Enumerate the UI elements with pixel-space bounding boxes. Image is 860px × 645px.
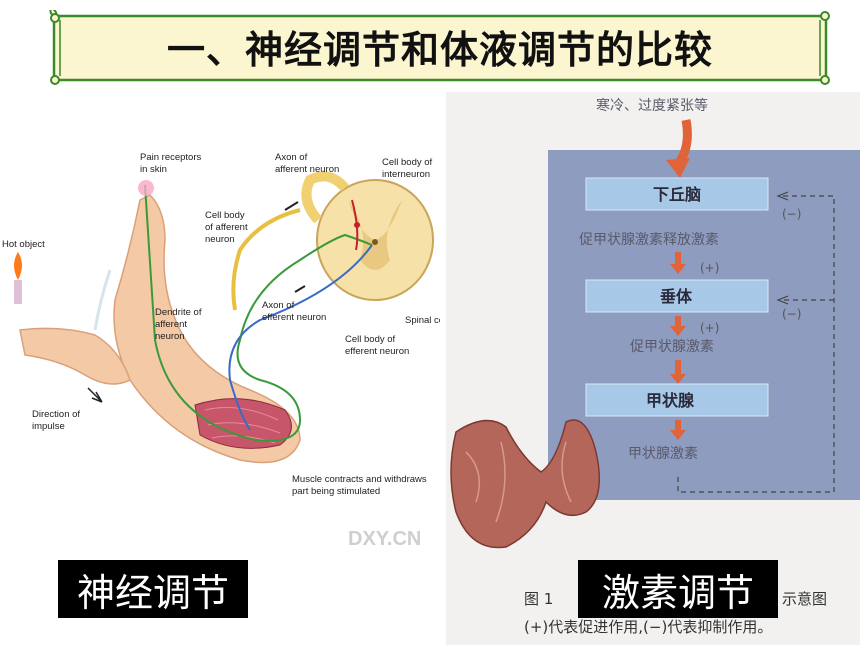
- svg-text:(−): (−): [782, 307, 801, 321]
- svg-text:Cell body of: Cell body of: [382, 157, 433, 168]
- svg-text:impulse: impulse: [32, 421, 65, 432]
- svg-text:Cell body: Cell body: [205, 210, 245, 221]
- svg-text:Axon of: Axon of: [275, 152, 308, 163]
- svg-text:afferent: afferent: [155, 319, 187, 330]
- flame-icon: [14, 252, 22, 304]
- svg-text:interneuron: interneuron: [382, 169, 430, 180]
- svg-text:图 1: 图 1: [524, 590, 553, 608]
- svg-text:Pain receptors: Pain receptors: [140, 152, 202, 163]
- svg-text:示意图: 示意图: [782, 590, 827, 608]
- svg-text:(+): (+): [700, 261, 719, 275]
- stimulus-text: 寒冷、过度紧张等: [596, 97, 708, 114]
- svg-text:Cell body of: Cell body of: [345, 334, 396, 345]
- hormone-feedback-diagram: 寒冷、过度紧张等 下丘脑 促甲状腺激素释放激素 (+) 垂体 (+) 促甲状腺激…: [446, 92, 860, 645]
- svg-text:(+): (+): [700, 321, 719, 335]
- svg-text:促甲状腺激素: 促甲状腺激素: [630, 338, 714, 355]
- title-banner: [49, 10, 830, 85]
- arm-illustration: [19, 194, 301, 464]
- svg-text:afferent neuron: afferent neuron: [275, 164, 339, 175]
- svg-text:(+)代表促进作用,(−)代表抑制作用。: (+)代表促进作用,(−)代表抑制作用。: [524, 618, 772, 636]
- thyroid-gland-illustration: [450, 419, 601, 549]
- page-title: 一、神经调节和体液调节的比较: [166, 27, 713, 72]
- reflex-arc-diagram: Hot object Pain receptors in skin Axon o…: [2, 152, 440, 550]
- box-thyroid: 甲状腺: [646, 391, 695, 410]
- watermark: DXY.CN: [348, 528, 421, 550]
- svg-text:Muscle contracts and withdraws: Muscle contracts and withdraws: [292, 474, 427, 485]
- svg-text:of afferent: of afferent: [205, 222, 248, 233]
- label-hormone-regulation: 激素调节: [578, 560, 778, 618]
- svg-text:促甲状腺激素释放激素: 促甲状腺激素释放激素: [579, 231, 719, 248]
- svg-text:efferent neuron: efferent neuron: [345, 346, 409, 357]
- svg-text:efferent neuron: efferent neuron: [262, 312, 326, 323]
- svg-text:Dendrite of: Dendrite of: [155, 307, 202, 318]
- svg-text:Direction of: Direction of: [32, 409, 80, 420]
- svg-text:neuron: neuron: [155, 331, 185, 342]
- svg-text:neuron: neuron: [205, 234, 235, 245]
- svg-text:甲状腺激素: 甲状腺激素: [628, 445, 698, 462]
- label-hot-object: Hot object: [2, 239, 45, 250]
- svg-text:Spinal co: Spinal co: [405, 315, 440, 326]
- box-pituitary: 垂体: [660, 287, 693, 306]
- svg-text:Axon of: Axon of: [262, 300, 295, 311]
- svg-text:part being stimulated: part being stimulated: [292, 486, 380, 497]
- label-neural-regulation: 神经调节: [58, 560, 248, 618]
- box-hypothalamus: 下丘脑: [653, 185, 701, 204]
- svg-text:(−): (−): [782, 207, 801, 221]
- svg-text:in skin: in skin: [140, 164, 167, 175]
- spinal-cord-illustration: [301, 171, 434, 301]
